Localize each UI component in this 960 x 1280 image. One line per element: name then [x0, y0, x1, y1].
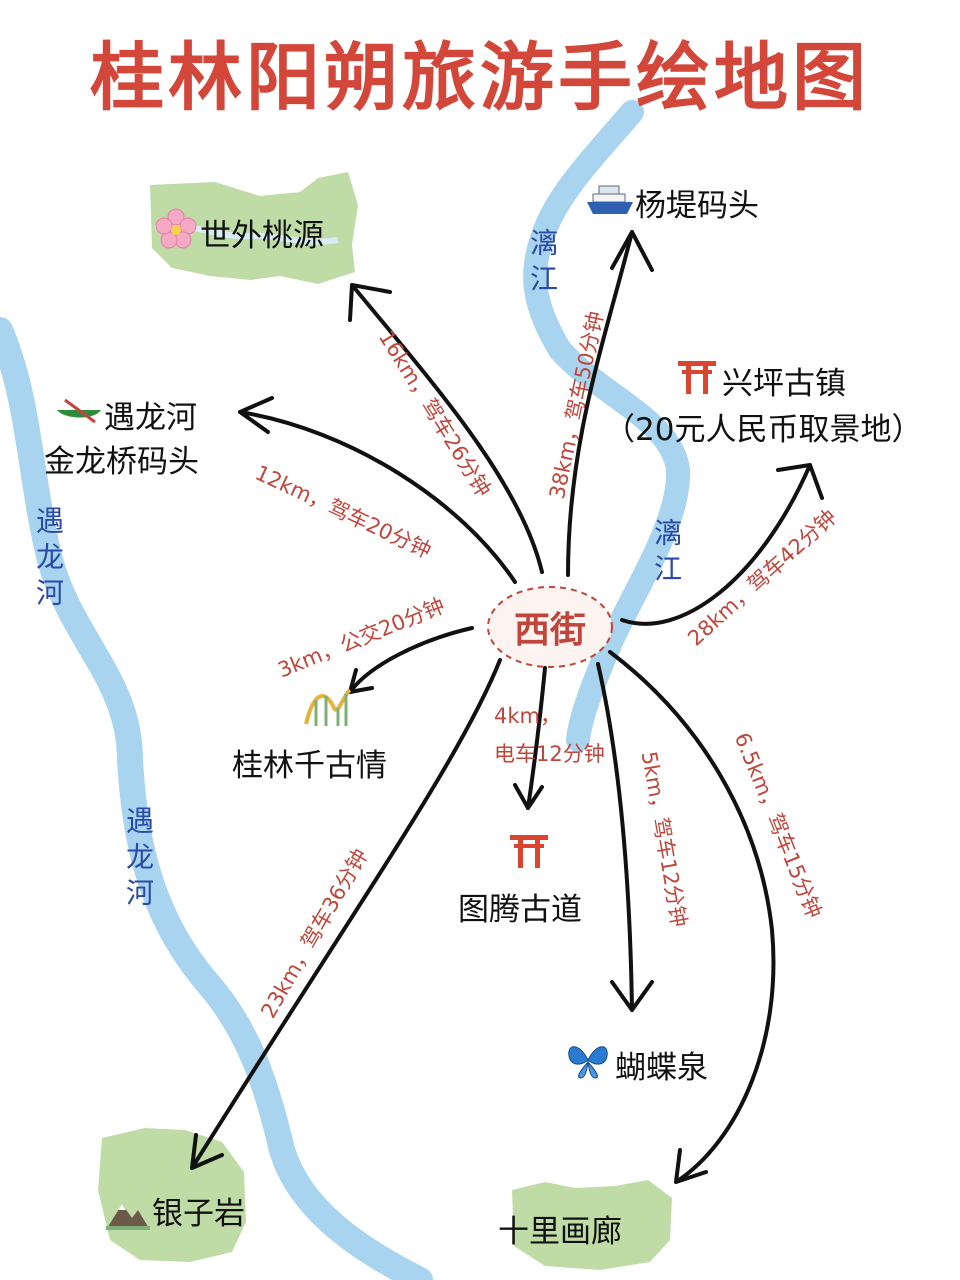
cherry-blossom-icon: [155, 208, 197, 249]
lijiang-river: [523, 100, 691, 752]
river-label-lijiang-north: 漓江: [526, 228, 559, 300]
river-label-yulong-upper: 遇龙河: [32, 506, 65, 614]
route-arrow-hudie: [596, 662, 654, 1012]
route-arrow-xingping: [620, 463, 824, 626]
torii-gate-icon: [678, 361, 716, 394]
route-arrow-shili: [608, 650, 776, 1184]
butterfly-icon: [568, 1046, 608, 1079]
river-label-yulong-lower: 遇龙河: [122, 806, 155, 914]
place-label: 兴坪古镇: [722, 366, 846, 402]
ship-icon: [587, 185, 633, 214]
mountain-icon: [106, 1204, 150, 1230]
yulong-river: [0, 317, 433, 1280]
route-arrow-qiangu: [348, 626, 474, 694]
place-label: 图腾古道: [458, 892, 582, 928]
route-arrow-yulong: [238, 396, 517, 584]
place-label: 蝴蝶泉: [615, 1050, 708, 1086]
place-label-2: 金龙桥码头: [44, 444, 199, 480]
river-label-lijiang-mid: 漓江: [650, 518, 683, 590]
route-arrow-yangdi: [566, 230, 654, 577]
route-label-tuteng-2: 电车12分钟: [494, 742, 605, 766]
place-label: 遇龙河: [104, 400, 197, 436]
page-title: 桂林阳朔旅游手绘地图: [90, 35, 870, 121]
route-arrow-yinzi: [190, 658, 502, 1170]
torii-gate-icon: [510, 835, 548, 868]
route-arrow-tuteng: [513, 666, 547, 810]
roller-coaster-icon: [304, 688, 352, 726]
place-label: 银子岩: [152, 1196, 245, 1232]
shili-land: [512, 1180, 672, 1270]
route-arrow-shiwai: [348, 283, 544, 574]
place-label: 桂林千古情: [232, 748, 387, 784]
shiwai-land: [150, 172, 358, 284]
center-ellipse: [487, 586, 613, 668]
place-label: 世外桃源: [200, 218, 324, 254]
place-label: 杨堤码头: [635, 188, 759, 224]
center-label-xijie: 西街: [513, 610, 586, 651]
route-label-tuteng-1: 4km，: [494, 704, 561, 728]
canoe-icon: [57, 398, 101, 424]
place-label: 十里画廊: [498, 1214, 622, 1250]
place-note: （20元人民币取景地）: [604, 412, 923, 448]
